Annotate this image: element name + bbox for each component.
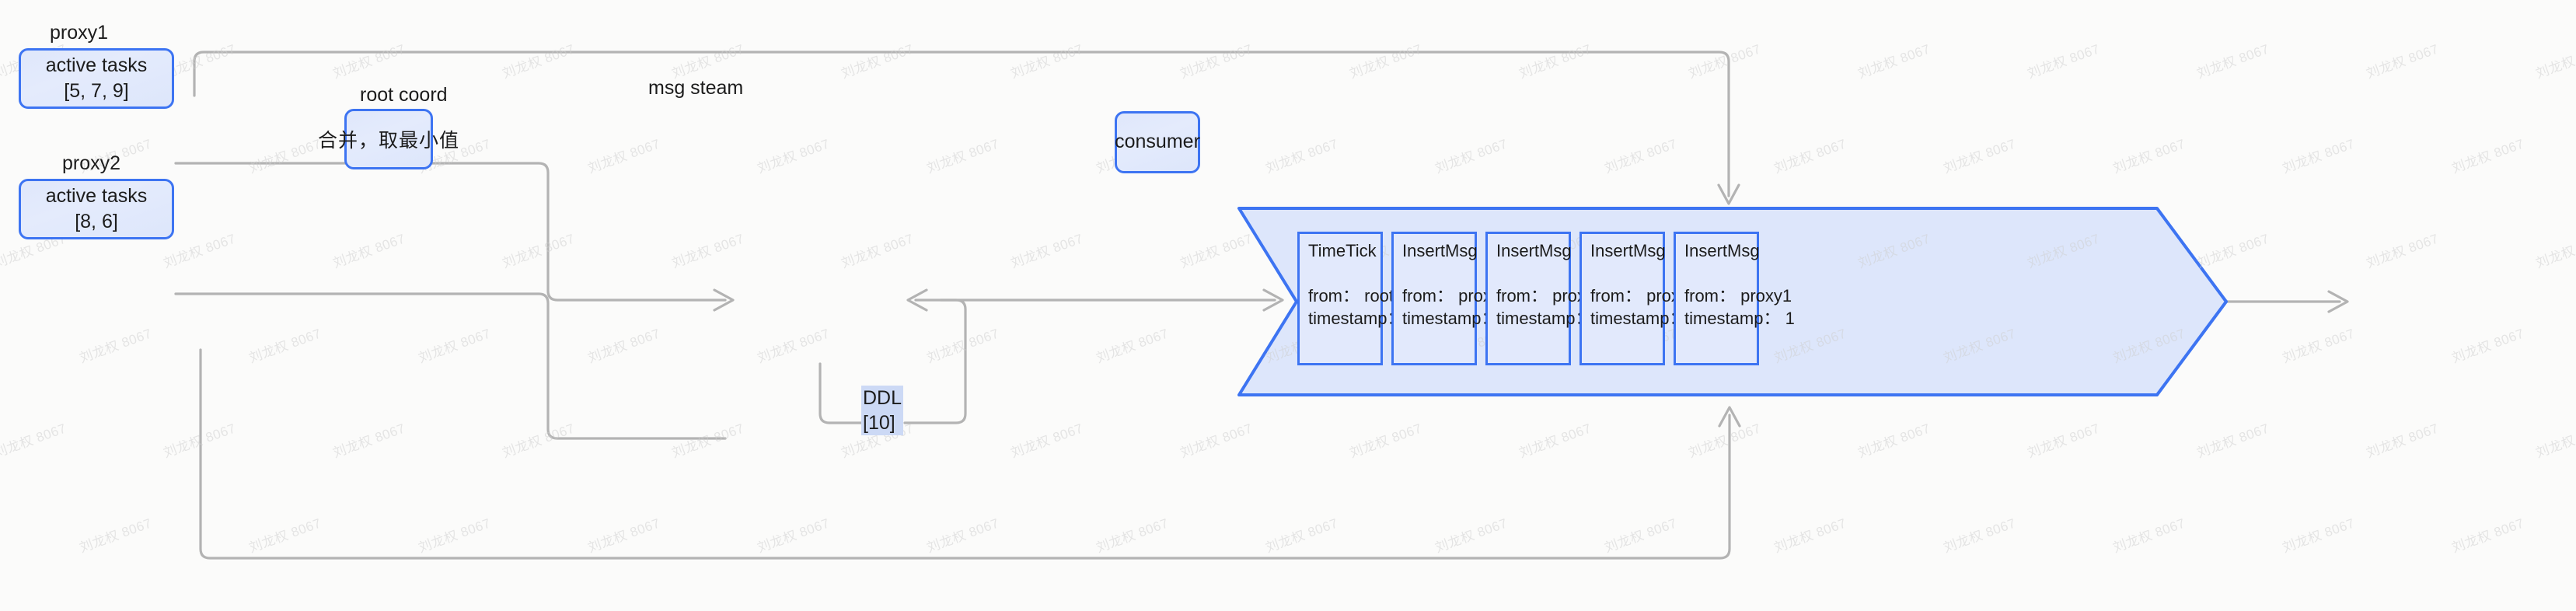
msg-card-timestamp: timestamp： 2	[1590, 309, 1701, 329]
caption-root-coord: root coord	[360, 84, 448, 106]
msg-card-type: InsertMsg	[1496, 241, 1572, 260]
msg-card-type: InsertMsg	[1684, 241, 1760, 260]
msg-card-type: TimeTick	[1308, 241, 1377, 260]
proxy2-active-tasks-value: [8, 6]	[75, 211, 118, 232]
edge-ddl-loop-arrowhead	[906, 288, 928, 312]
msg-card-fields: from： proxy1 timestamp： 1	[1684, 285, 1795, 330]
edge-rootcoord-to-stream-arrowhead	[1262, 288, 1284, 312]
edge-proxy2-to-stream-arrowhead	[1718, 406, 1741, 428]
caption-msg-steam: msg steam	[648, 77, 744, 99]
edge-stream-to-consumer-arrowhead	[2327, 290, 2349, 313]
msg-card-from: from： rootcoord	[1308, 286, 1437, 306]
msg-card-from: from： proxy2	[1590, 286, 1698, 306]
edge-proxy2-to-stream	[199, 348, 1731, 560]
ddl-chip: DDL [10]	[861, 386, 904, 435]
caption-proxy2: proxy2	[62, 152, 121, 174]
proxy2-active-tasks-box[interactable]: active tasks [8, 6]	[19, 179, 174, 239]
edge-proxy2-to-rootcoord	[174, 292, 727, 440]
edge-proxy1-to-rootcoord	[174, 162, 727, 302]
msg-card-timestamp: timestamp： 1	[1684, 309, 1795, 329]
msg-card-timestamp: timestamp： 4	[1496, 309, 1607, 329]
msg-card[interactable]: InsertMsg from： proxy1 timestamp： 1	[1674, 232, 1795, 365]
msg-card[interactable]: InsertMsg from： proxy1 timestamp： 3	[1391, 232, 1513, 365]
root-coord-merge-box[interactable]: 合并，取最小值	[318, 109, 459, 169]
edge-proxy1-to-stream-arrowhead	[1717, 183, 1740, 205]
msg-card[interactable]: InsertMsg from： proxy2 timestamp： 2	[1579, 232, 1701, 365]
proxy1-active-tasks-box[interactable]: active tasks [5, 7, 9]	[19, 48, 174, 109]
consumer-box[interactable]: consumer	[1115, 111, 1200, 173]
msg-card-fields: from： proxy2 timestamp： 4	[1496, 285, 1607, 330]
root-coord-merge-label: 合并，取最小值	[318, 130, 460, 152]
ddl-chip-label: DDL	[863, 387, 902, 409]
msg-card[interactable]: InsertMsg from： proxy2 timestamp： 4	[1485, 232, 1607, 365]
edge-proxy1-to-stream	[193, 51, 1730, 197]
msg-card-from: from： proxy2	[1496, 286, 1604, 306]
msg-card-timestamp: timestamp： 4	[1308, 309, 1419, 329]
msg-card-timestamp: timestamp： 3	[1402, 309, 1513, 329]
ddl-chip-value: [10]	[863, 412, 895, 434]
msg-card-from: from： proxy1	[1402, 286, 1510, 306]
consumer-label: consumer	[1115, 131, 1200, 153]
edge-to-rootcoord-arrowhead	[713, 288, 735, 312]
edge-ddl-loop-right	[903, 299, 967, 424]
proxy1-active-tasks-value: [5, 7, 9]	[64, 80, 129, 102]
msg-card-fields: from： proxy1 timestamp： 3	[1402, 285, 1513, 330]
msg-card-from: from： proxy1	[1684, 286, 1792, 306]
msg-card-type: InsertMsg	[1402, 241, 1478, 260]
msg-card[interactable]: TimeTick from： rootcoord timestamp： 4	[1297, 232, 1437, 365]
proxy1-active-tasks-title: active tasks	[45, 54, 148, 76]
edge-ddl-loop-left	[819, 362, 864, 424]
msg-card-fields: from： proxy2 timestamp： 2	[1590, 285, 1701, 330]
msg-card-fields: from： rootcoord timestamp： 4	[1308, 285, 1437, 330]
msg-card-type: InsertMsg	[1590, 241, 1666, 260]
proxy2-active-tasks-title: active tasks	[45, 184, 148, 207]
caption-proxy1: proxy1	[50, 22, 109, 44]
